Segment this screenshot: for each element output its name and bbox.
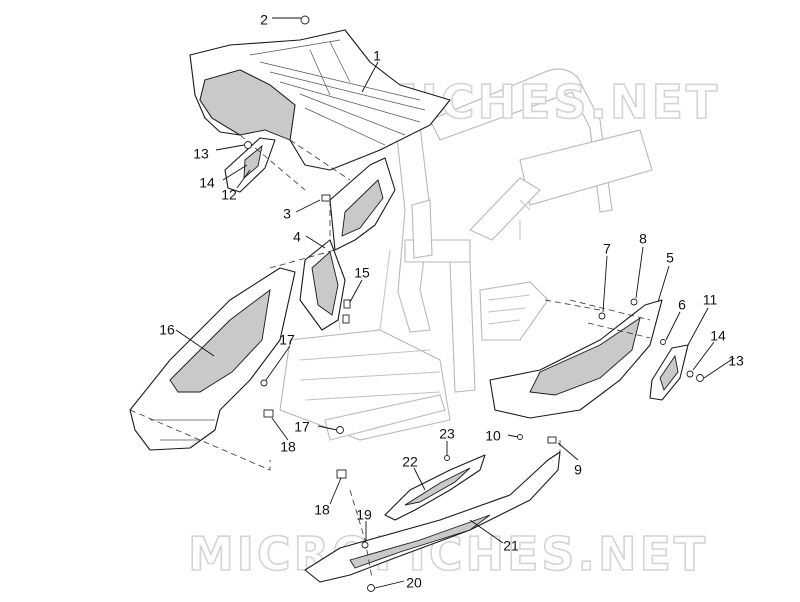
- hardware-fasteners: [244, 15, 704, 592]
- part-22-lower-trim: [384, 454, 486, 521]
- callout-c13a: 13: [193, 146, 209, 162]
- part-12-side-panel: [224, 137, 276, 193]
- callout-c11: 11: [703, 292, 718, 308]
- callout-c9: 9: [574, 462, 582, 478]
- callout-c1: 1: [373, 48, 381, 64]
- part-16-left-side-cover: [129, 267, 296, 451]
- part-11-right-panel: [649, 344, 689, 401]
- part-1-footboard-mat: [189, 29, 451, 171]
- part-21-lower-skirt: [304, 451, 561, 583]
- callout-c18a: 18: [280, 439, 296, 455]
- callout-c21: 21: [503, 538, 519, 554]
- callout-c17b: 17: [294, 419, 310, 435]
- callout-c12: 12: [221, 187, 237, 203]
- callout-c18b: 18: [314, 502, 330, 518]
- part-5-right-rear-cover: [489, 299, 663, 419]
- callout-c16: 16: [159, 322, 175, 338]
- callout-c13b: 13: [728, 353, 744, 369]
- callout-c15: 15: [354, 265, 370, 281]
- part-4-inner-shield: [299, 157, 396, 331]
- frame-chassis: [279, 68, 653, 441]
- callout-c19: 19: [356, 507, 372, 523]
- callout-c4: 4: [293, 229, 301, 245]
- callout-c10: 10: [485, 428, 501, 444]
- callout-c20: 20: [406, 575, 422, 591]
- callout-c7: 7: [603, 241, 611, 257]
- leader-lines: [175, 17, 735, 589]
- callout-c17a: 17: [279, 332, 295, 348]
- callout-c23: 23: [439, 426, 455, 442]
- callout-c5: 5: [666, 250, 674, 266]
- callout-c8: 8: [639, 231, 647, 247]
- callout-c22: 22: [402, 454, 418, 470]
- callout-c14b: 14: [710, 328, 726, 344]
- callout-c14a: 14: [199, 175, 215, 191]
- callout-c3: 3: [283, 206, 291, 222]
- callout-c6: 6: [678, 297, 686, 313]
- callout-c2: 2: [260, 12, 268, 28]
